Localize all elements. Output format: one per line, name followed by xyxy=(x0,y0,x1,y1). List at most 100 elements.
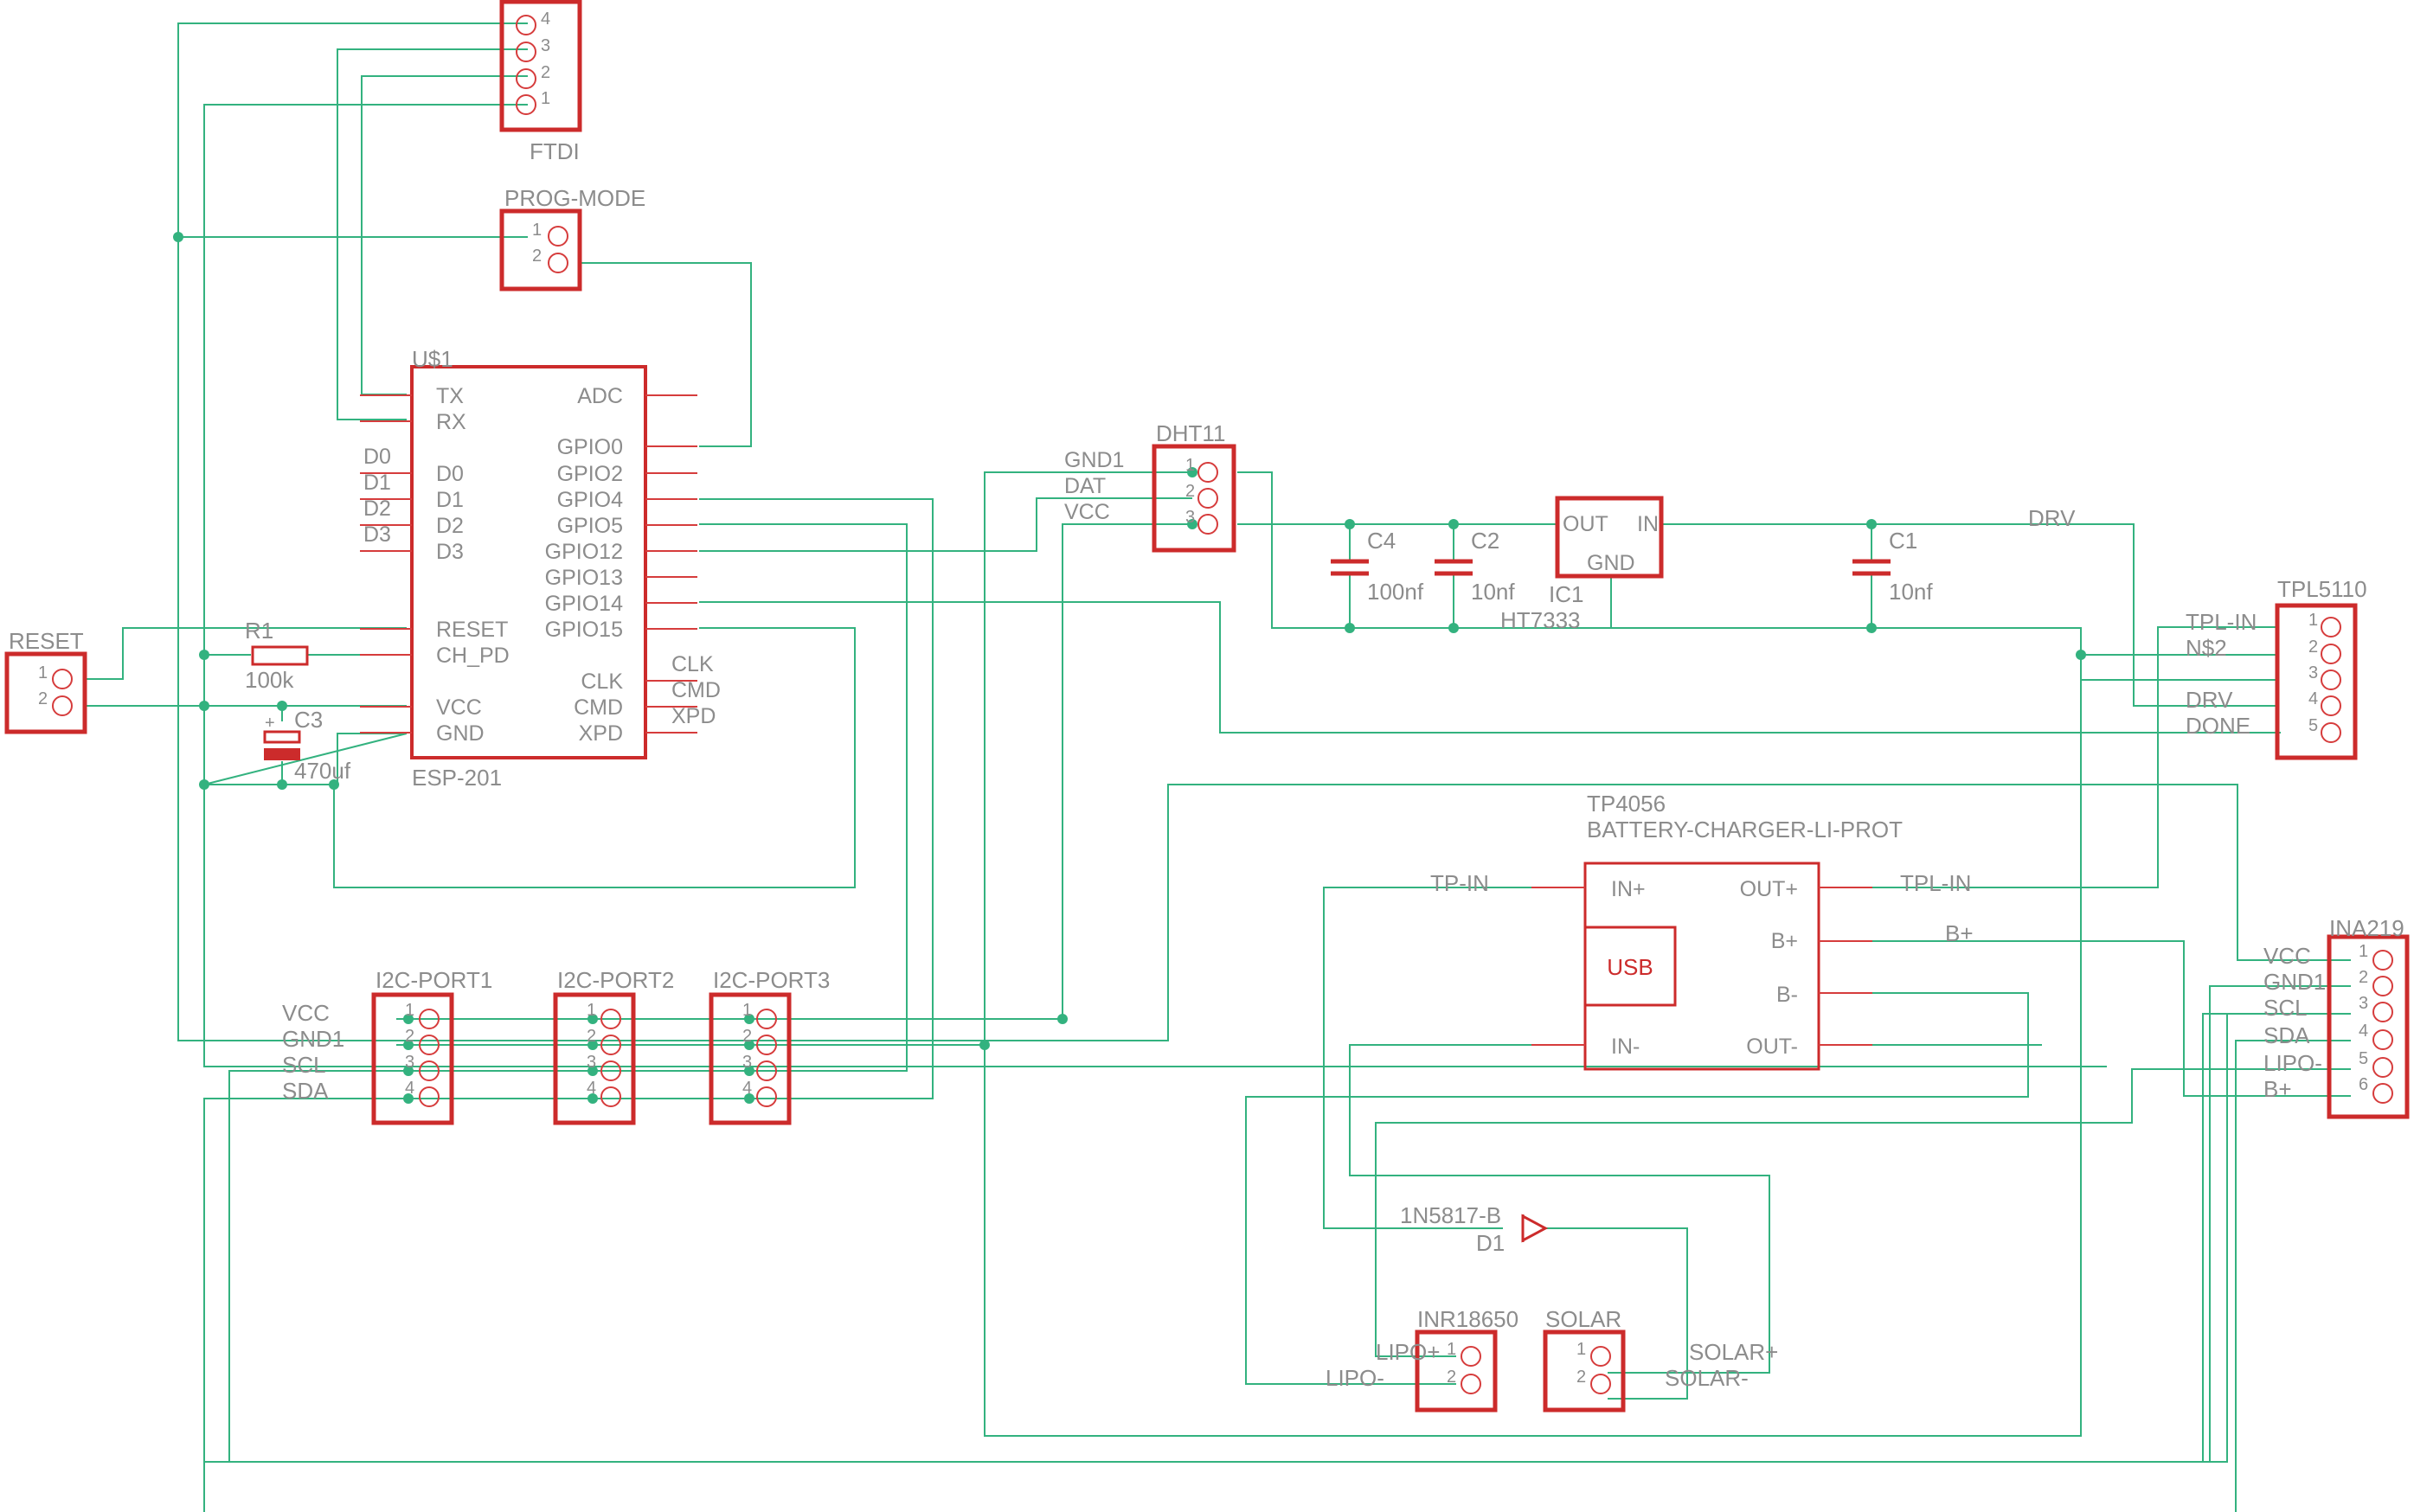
wire-gpio12-dat xyxy=(699,497,1192,552)
esp201-net-d3: D3 xyxy=(363,522,391,547)
esp201-pin-clk: CLK xyxy=(581,670,623,694)
c3-value: 470uf xyxy=(294,758,351,784)
ic1-name: IC1 xyxy=(1549,581,1583,607)
c1-name: C1 xyxy=(1889,528,1917,554)
i2c1-name: I2C-PORT1 xyxy=(376,967,492,993)
pin-pad xyxy=(1590,1374,1611,1394)
esp201-pin-gpio12: GPIO12 xyxy=(545,540,623,564)
pin-pad xyxy=(600,1035,621,1055)
esp201-body xyxy=(410,365,647,759)
pin-pad xyxy=(600,1060,621,1081)
prog-mode-pin-num: 2 xyxy=(532,247,542,266)
i2c1-pin-num: 3 xyxy=(405,1053,414,1072)
junction-dot xyxy=(587,1093,598,1104)
ic1-pin-out: OUT xyxy=(1563,512,1608,536)
esp201-net-xpd: XPD xyxy=(671,704,716,728)
solar-label-plus: SOLAR+ xyxy=(1689,1339,1778,1365)
junction-dot xyxy=(403,1040,414,1050)
c3-plate-minus xyxy=(264,748,300,760)
esp201-net-d1: D1 xyxy=(363,471,391,495)
junction-dot xyxy=(1187,467,1197,477)
i2c3-header xyxy=(709,992,792,1125)
solar-header xyxy=(1543,1329,1626,1413)
pin-pad xyxy=(516,15,536,35)
pin-pad xyxy=(516,42,536,62)
junction-dot xyxy=(277,779,287,790)
esp201-pin-vcc: VCC xyxy=(436,695,482,720)
c2-name: C2 xyxy=(1471,528,1499,554)
wire-prog-gpio0 xyxy=(581,262,752,447)
pin-pad xyxy=(2372,976,2393,996)
wire-ftdi-rx xyxy=(337,48,528,420)
i2c3-pin-num: 1 xyxy=(742,1001,752,1020)
i2c2-pin-num: 1 xyxy=(587,1001,596,1020)
esp201-pin-d1: D1 xyxy=(436,488,464,512)
junction-dot xyxy=(199,779,209,790)
i2c2-pin-num: 4 xyxy=(587,1079,596,1098)
ftdi-pin-num: 4 xyxy=(541,10,550,29)
dht11-pin-num: 1 xyxy=(1185,456,1195,475)
pin-pad xyxy=(2372,1057,2393,1078)
junction-dot xyxy=(403,1014,414,1024)
junction-dot xyxy=(199,650,209,660)
esp201-name: ESP-201 xyxy=(412,765,502,791)
esp201-pin-gnd: GND xyxy=(436,721,485,746)
c3-polarity: + xyxy=(265,714,275,733)
junction-dot xyxy=(744,1014,754,1024)
wire-reset-1 xyxy=(85,627,407,680)
pin-pad xyxy=(2372,950,2393,971)
pin-pad xyxy=(756,1086,777,1107)
tp4056-pin-out-plus: OUT+ xyxy=(1740,877,1798,901)
junction-dot xyxy=(1057,1014,1068,1024)
ina219-label: SCL xyxy=(2263,995,2308,1021)
reset-pin-num: 1 xyxy=(38,663,48,682)
esp201-pin-d2: D2 xyxy=(436,514,464,538)
pin-pad xyxy=(2372,1029,2393,1050)
i2c1-label: SDA xyxy=(282,1078,329,1104)
ftdi-pin-num: 1 xyxy=(541,89,550,108)
pin-pad xyxy=(756,1009,777,1029)
pin-pad xyxy=(1590,1346,1611,1367)
i2c1-pin-num: 2 xyxy=(405,1027,414,1046)
i2c1-pin-num: 4 xyxy=(405,1079,414,1098)
dht11-label: VCC xyxy=(1064,500,1110,524)
wire-gnd-loop xyxy=(984,655,2082,1437)
i2c3-name: I2C-PORT3 xyxy=(713,967,830,993)
pin-pad xyxy=(419,1009,440,1029)
prog-mode-header xyxy=(499,208,582,292)
wire-vcc-rail xyxy=(177,22,2351,1041)
junction-dot xyxy=(1345,519,1355,529)
pin-pad xyxy=(548,226,568,247)
c3-plate-plus xyxy=(263,730,301,744)
junction-dot xyxy=(199,701,209,711)
dht11-label: DAT xyxy=(1064,474,1106,498)
r1-value: 100k xyxy=(245,667,294,693)
c1-value: 10nf xyxy=(1889,579,1933,605)
esp201-pin-d3: D3 xyxy=(436,540,464,564)
tp4056-pin-b-minus: B- xyxy=(1776,983,1798,1007)
junction-dot xyxy=(403,1066,414,1076)
ina219-pin-num: 4 xyxy=(2359,1022,2368,1041)
junction-dot xyxy=(403,1093,414,1104)
d1-value: 1N5817-B xyxy=(1400,1202,1501,1228)
reset-header xyxy=(4,651,87,734)
esp201-pin-tx: TX xyxy=(436,384,464,408)
ina219-pin-num: 5 xyxy=(2359,1049,2368,1068)
wire-ftdi-gnd xyxy=(203,104,2107,1067)
pin-pad xyxy=(1197,514,1218,535)
ftdi-name: FTDI xyxy=(530,138,580,164)
ina219-label: B+ xyxy=(2263,1076,2292,1102)
pin-pad xyxy=(1197,462,1218,483)
ic1-body xyxy=(1555,496,1664,579)
pin-pad xyxy=(600,1086,621,1107)
esp201-net-cmd: CMD xyxy=(671,678,721,702)
wire-bplus xyxy=(1826,940,2351,1097)
tpl5110-name: TPL5110 xyxy=(2277,576,2367,602)
pin-pad xyxy=(548,253,568,273)
junction-dot xyxy=(1187,519,1197,529)
junction-dot xyxy=(277,701,287,711)
junction-dot xyxy=(979,1040,990,1050)
pin-pad xyxy=(419,1060,440,1081)
pin-pad xyxy=(2321,670,2341,690)
wire-solar-minus-loop xyxy=(1349,1044,1770,1374)
